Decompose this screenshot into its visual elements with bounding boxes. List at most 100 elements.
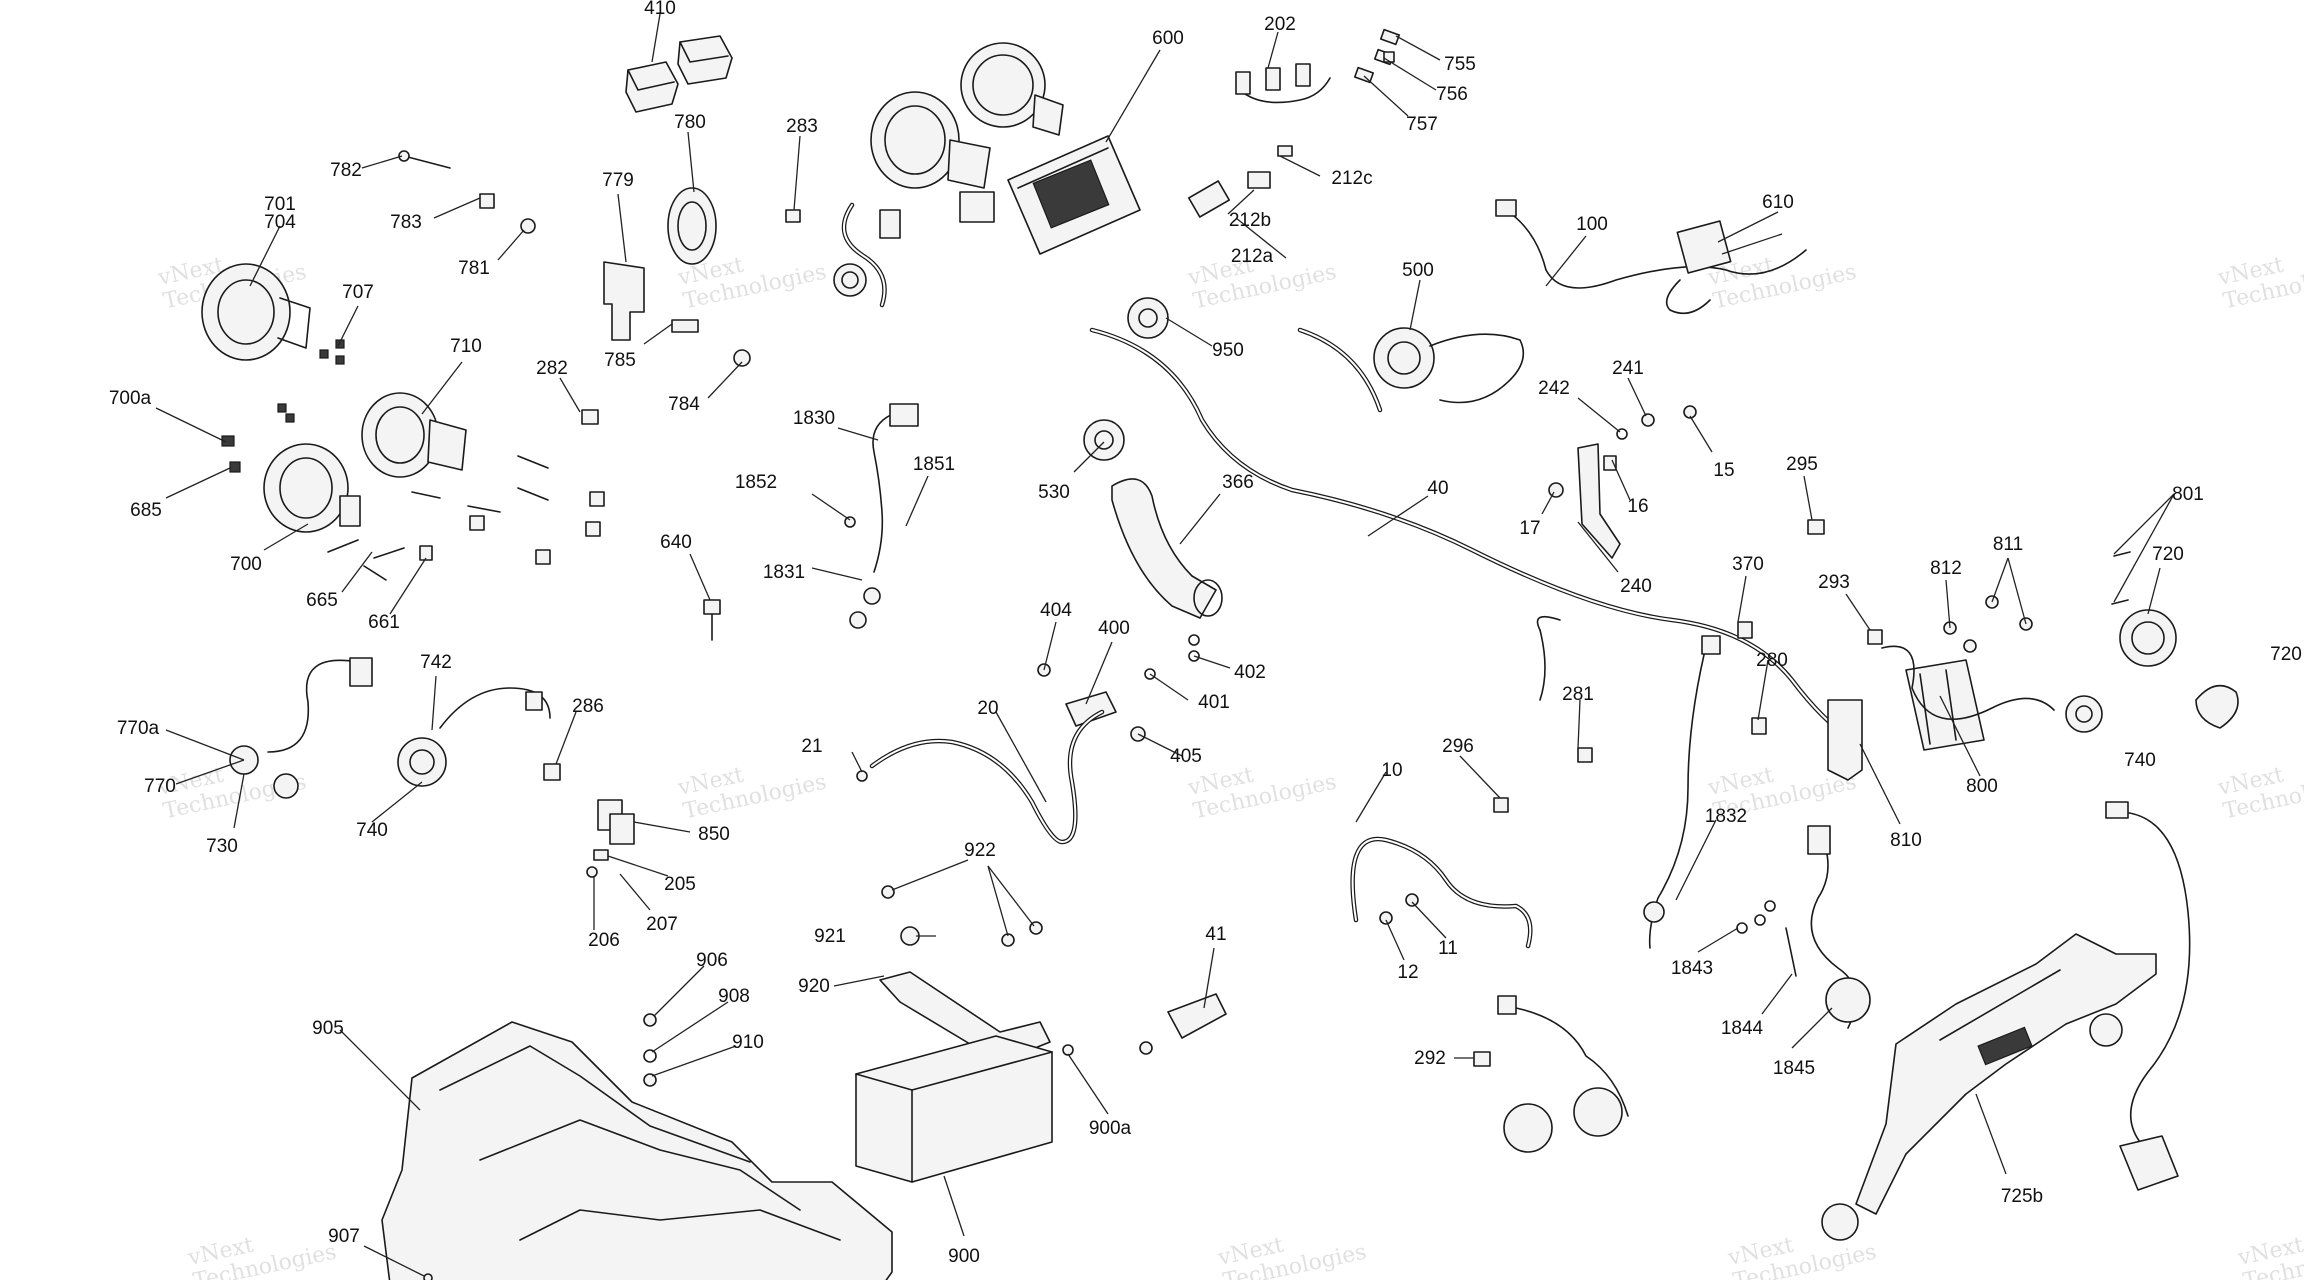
part-725b-harness: [2105, 801, 2191, 1143]
callout-800: 800: [1966, 776, 1998, 797]
part-20-cable: [869, 709, 1105, 845]
callout-1845: 1845: [1773, 1058, 1815, 1079]
callout-685: 685: [130, 500, 162, 521]
callout-1844: 1844: [1721, 1018, 1764, 1039]
part-812-811-fasteners: [1943, 595, 2033, 653]
callout-906: 906: [696, 950, 728, 971]
callout-661: 661: [368, 612, 400, 633]
parts: [201, 28, 2239, 1280]
callout-810: 810: [1890, 830, 1922, 851]
callout-1851: 1851: [913, 454, 955, 475]
part-1830-harness: [849, 403, 919, 629]
part-781-nut: [520, 218, 536, 234]
part-242-washer: [1616, 428, 1628, 440]
part-370-clip: [1737, 621, 1753, 639]
callout-720-right: 720: [2270, 644, 2302, 665]
callout-905: 905: [312, 1018, 344, 1039]
part-720-lamp: [2119, 609, 2177, 667]
callout-242: 242: [1538, 378, 1570, 399]
part-240-bracket: [1577, 443, 1621, 559]
callout-205: 205: [664, 874, 696, 895]
part-900a-bolt: [1062, 1044, 1074, 1056]
part-293-clip: [1867, 629, 1883, 645]
callout-710: 710: [450, 336, 482, 357]
part-665-screws: [327, 539, 405, 581]
part-710-fog-lamp: [361, 392, 467, 478]
callout-950: 950: [1212, 340, 1244, 361]
callout-920: 920: [798, 976, 830, 997]
part-11-screw: [1405, 893, 1419, 907]
callout-783: 783: [390, 212, 422, 233]
callout-202: 202: [1264, 14, 1296, 35]
callout-700: 700: [230, 554, 262, 575]
callout-292: 292: [1414, 1048, 1446, 1069]
callout-295: 295: [1786, 454, 1818, 475]
callout-283: 283: [786, 116, 818, 137]
part-281-clip: [1577, 747, 1593, 763]
callout-100: 100: [1576, 214, 1608, 235]
callout-402: 402: [1234, 662, 1266, 683]
part-1845-harness: [1807, 825, 1871, 1029]
part-905-frame: [381, 1021, 893, 1280]
callout-296: 296: [1442, 736, 1474, 757]
callout-286: 286: [572, 696, 604, 717]
callout-781: 781: [458, 258, 490, 279]
callout-720: 720: [2152, 544, 2184, 565]
callout-240: 240: [1620, 576, 1652, 597]
callout-755: 755: [1444, 54, 1476, 75]
callout-212a: 212a: [1231, 246, 1274, 267]
part-410-relays: [625, 35, 733, 113]
callout-11: 11: [1438, 938, 1458, 959]
part-280-clip: [1751, 717, 1767, 735]
callout-15: 15: [1713, 460, 1734, 481]
callout-707: 707: [342, 282, 374, 303]
part-800-harness: [1881, 645, 2055, 721]
part-202-connectors: [1235, 63, 1331, 104]
callout-801: 801: [2172, 484, 2204, 505]
part-17-nut: [1548, 482, 1564, 498]
callout-850: 850: [698, 824, 730, 845]
part-784-nut: [733, 349, 751, 367]
callout-1830: 1830: [793, 408, 835, 429]
callout-740-right: 740: [2124, 750, 2156, 771]
callout-282: 282: [536, 358, 568, 379]
callout-704: 704: [264, 212, 296, 233]
callout-910: 910: [732, 1032, 764, 1053]
callout-907: 907: [328, 1226, 360, 1247]
callout-779: 779: [602, 170, 634, 191]
part-801-screws: [2111, 551, 2131, 605]
part-720-bulb: [2195, 684, 2239, 729]
part-lower-lamp: [1497, 995, 1629, 1153]
callout-404: 404: [1040, 600, 1072, 621]
callout-1832: 1832: [1705, 806, 1747, 827]
callout-700a: 700a: [109, 388, 152, 409]
part-850-connector: [597, 799, 635, 845]
callout-530: 530: [1038, 482, 1070, 503]
callout-207: 207: [646, 914, 678, 935]
part-725b-lamp: [2119, 1135, 2179, 1191]
part-292-clip: [1473, 1051, 1491, 1067]
callout-782: 782: [330, 160, 362, 181]
callout-811: 811: [1993, 534, 2023, 555]
part-295-clip: [1807, 519, 1825, 535]
callout-1852: 1852: [735, 472, 777, 493]
part-640-probe: [703, 599, 721, 641]
callout-725b: 725b: [2001, 1186, 2043, 1207]
callout-665: 665: [306, 590, 338, 611]
callout-922: 922: [964, 840, 996, 861]
part-205-clip: [593, 849, 609, 861]
callout-701: 701: [264, 194, 296, 215]
part-600-assembly: [833, 42, 1141, 308]
part-1852-bolt: [844, 516, 856, 528]
part-296-clip: [1493, 797, 1509, 813]
part-41-terminal: [1139, 993, 1227, 1055]
callout-206: 206: [588, 930, 620, 951]
callout-900: 900: [948, 1246, 980, 1267]
part-1844-bolt: [1785, 927, 1797, 977]
